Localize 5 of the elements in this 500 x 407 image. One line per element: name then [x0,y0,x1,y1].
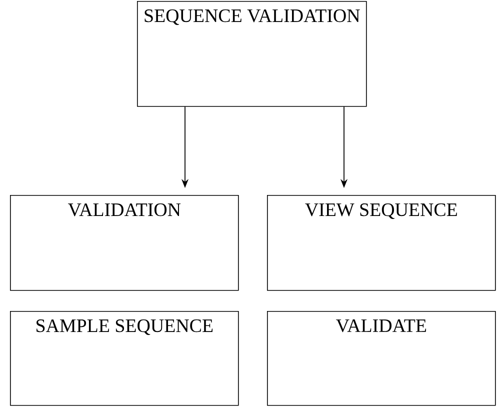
process-box: SAMPLE SEQUENCE [10,311,239,406]
process-box: VIEW SEQUENCE [267,195,496,291]
process-box: SEQUENCE VALIDATION [137,1,367,107]
process-box: VALIDATE [267,311,496,406]
process-box: VALIDATION [10,195,239,291]
